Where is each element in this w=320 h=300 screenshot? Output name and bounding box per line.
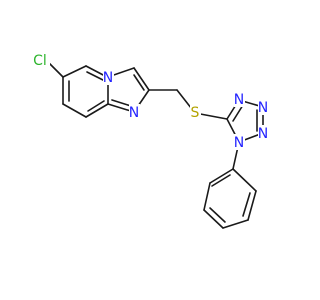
bond-c8-c8a [85, 103, 109, 118]
atom-label-s: S [191, 105, 200, 121]
atom-label-n-imidazole: N [129, 105, 139, 121]
atom-cl: Cl [30, 51, 50, 69]
atom-n-tetrazole-4: N [234, 91, 245, 108]
atom-s: S [190, 104, 201, 121]
atom-n-tetrazole-2: N [258, 125, 269, 142]
bond-ph-3-4-inner [209, 207, 226, 223]
atom-label-n-tetrazole-2: N [258, 126, 268, 142]
bond-c3-c2-inner [133, 74, 145, 91]
atom-label-n-bridgehead: N [103, 70, 113, 86]
bond-ph-2-3 [203, 182, 211, 211]
bond-layer [46, 60, 264, 229]
bond-ph-4-5 [222, 219, 249, 229]
atom-label-n-tetrazole-4: N [234, 92, 244, 108]
bond-c6-c5 [62, 65, 87, 78]
bond-ph-6-1 [232, 168, 257, 192]
structure-diagram: Cl N N S N N N N [30, 51, 269, 229]
atom-label-n-tetrazole-1: N [234, 135, 244, 151]
bond-n1-c8a-inner [111, 99, 132, 107]
atom-layer: Cl N N S N N N N [30, 51, 269, 151]
bond-c8-c8a-inner [87, 100, 105, 112]
bond-ph-5-6 [247, 190, 257, 221]
bond-c7-c8 [62, 103, 87, 118]
bond-c3-c2 [133, 67, 150, 91]
atom-label-cl: Cl [33, 53, 47, 69]
atom-label-n-tetrazole-3: N [258, 100, 268, 116]
atom-n-imidazole: N [129, 104, 140, 121]
bond-ph-1-2 [209, 168, 234, 184]
atom-n-bridgehead: N [103, 69, 114, 86]
atom-n-tetrazole-3: N [258, 99, 269, 116]
bond-c5t-n4-inner [232, 104, 244, 122]
bond-c5-n-inner [86, 71, 104, 81]
bond-ph-3-4 [203, 209, 224, 229]
molecule-drawing: Cl N N S N N N N [30, 51, 269, 229]
bond-ph-5-6-inner [242, 192, 251, 217]
atom-n-tetrazole-1: N [234, 134, 245, 151]
bond-ph-1-2-inner [211, 174, 231, 187]
